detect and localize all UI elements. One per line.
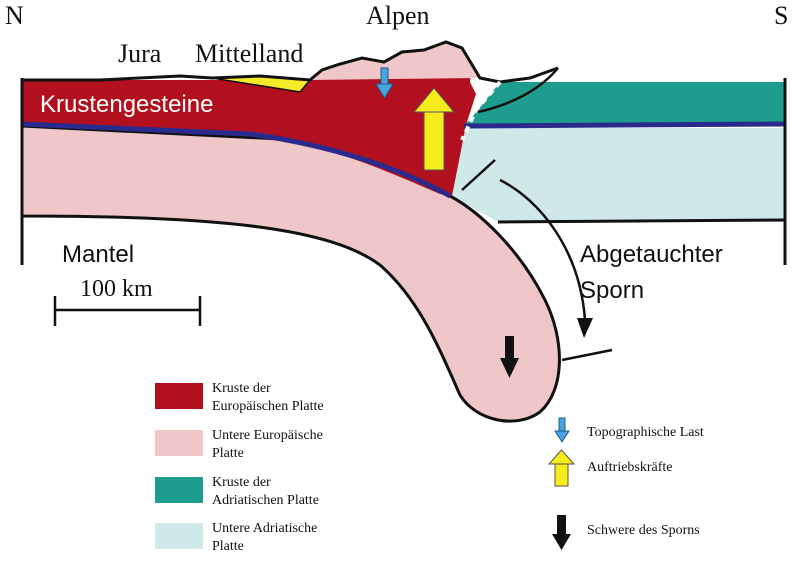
scale-bar — [53, 296, 202, 326]
alps-label: Alpen — [366, 1, 430, 30]
slab-sinking-arrow — [499, 178, 587, 321]
adriatic-crust — [464, 82, 785, 126]
scale-label: 100 km — [80, 276, 153, 302]
fault-line — [461, 159, 496, 191]
legend-right: Topographische Last Auftriebskräfte Schw… — [547, 417, 704, 550]
legend-item-topographic-load: Topographische Last — [554, 417, 704, 443]
mittelland-label: Mittelland — [195, 39, 303, 68]
slab-break-line — [561, 348, 613, 362]
legend-text-line2: Europäischen Platte — [212, 399, 324, 414]
legend-text-line2: Adriatischen Platte — [212, 493, 319, 508]
mantle-label: Mantel — [62, 241, 134, 268]
adriatic-lower-plate — [452, 128, 785, 222]
slab-label-line2: Sporn — [580, 277, 644, 304]
adriatic-base-line — [497, 218, 786, 224]
legend-swatch — [155, 523, 203, 549]
slab-label-line1: Abgetauchter — [580, 241, 723, 268]
legend-item-adria-crust: Kruste der Adriatischen Platte — [155, 475, 319, 508]
legend-text-line2: Platte — [212, 539, 244, 554]
adriatic-moho — [463, 121, 786, 129]
crust-rocks-label: Krustengesteine — [40, 91, 213, 118]
legend-text-line2: Platte — [212, 446, 244, 461]
thrust-line — [477, 67, 559, 114]
legend-text-line1: Kruste der — [212, 381, 271, 396]
legend-item-buoyancy: Auftriebskräfte — [547, 449, 673, 487]
legend-text: Auftriebskräfte — [587, 460, 673, 475]
legend-swatch — [155, 430, 203, 456]
surface-line — [22, 40, 559, 84]
european-moho — [21, 121, 452, 199]
topographic-load-arrow-icon — [375, 67, 394, 99]
legend-text-line1: Kruste der — [212, 475, 271, 490]
legend-text-line1: Untere Europäische — [212, 428, 323, 443]
legend-left: Kruste der Europäischen Platte Untere Eu… — [155, 381, 324, 554]
legend-swatch — [155, 477, 203, 503]
south-label: S — [774, 1, 788, 30]
blue-arrow-down-icon — [554, 417, 570, 443]
black-arrow-down-icon — [552, 515, 571, 550]
north-label: N — [5, 1, 24, 30]
legend-text: Schwere des Sporns — [587, 523, 700, 538]
legend-text-line1: Untere Adriatische — [212, 521, 317, 536]
slab-pull-arrow-icon — [500, 336, 519, 378]
legend-text: Topographische Last — [587, 425, 704, 440]
legend-item-adria-lower: Untere Adriatische Platte — [155, 521, 317, 554]
legend-item-euro-lower: Untere Europäische Platte — [155, 428, 323, 461]
slab-sinking-arrowhead — [577, 318, 593, 338]
alps-topography — [310, 42, 480, 80]
legend-swatch — [155, 383, 203, 409]
legend-item-slab-weight: Schwere des Sporns — [552, 515, 700, 550]
yellow-arrow-up-icon — [547, 449, 576, 487]
legend-item-euro-crust: Kruste der Europäischen Platte — [155, 381, 324, 414]
jura-label: Jura — [118, 39, 162, 68]
buoyancy-arrow-icon — [412, 87, 456, 171]
suture-zone — [460, 80, 502, 141]
